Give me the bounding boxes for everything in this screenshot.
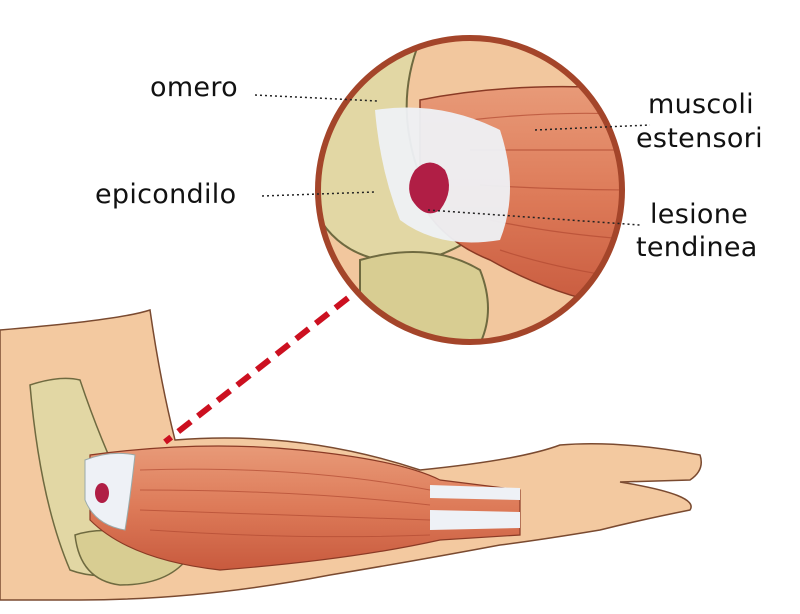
label-lesion-line2: tendinea bbox=[636, 232, 758, 263]
forearm-lesion bbox=[95, 483, 109, 503]
label-epicondyle: epicondilo bbox=[95, 179, 237, 210]
label-extensor-muscles-line1: muscoli bbox=[648, 89, 754, 120]
leader-lines bbox=[254, 94, 651, 226]
tendon-lesion bbox=[409, 162, 449, 214]
label-extensor-muscles-line2: estensori bbox=[636, 123, 763, 154]
label-lesion-line1: lesione bbox=[650, 199, 749, 230]
zoom-connector-line bbox=[163, 295, 350, 445]
forearm bbox=[0, 309, 702, 601]
label-humerus: omero bbox=[150, 72, 238, 103]
zoom-circle bbox=[315, 35, 625, 345]
